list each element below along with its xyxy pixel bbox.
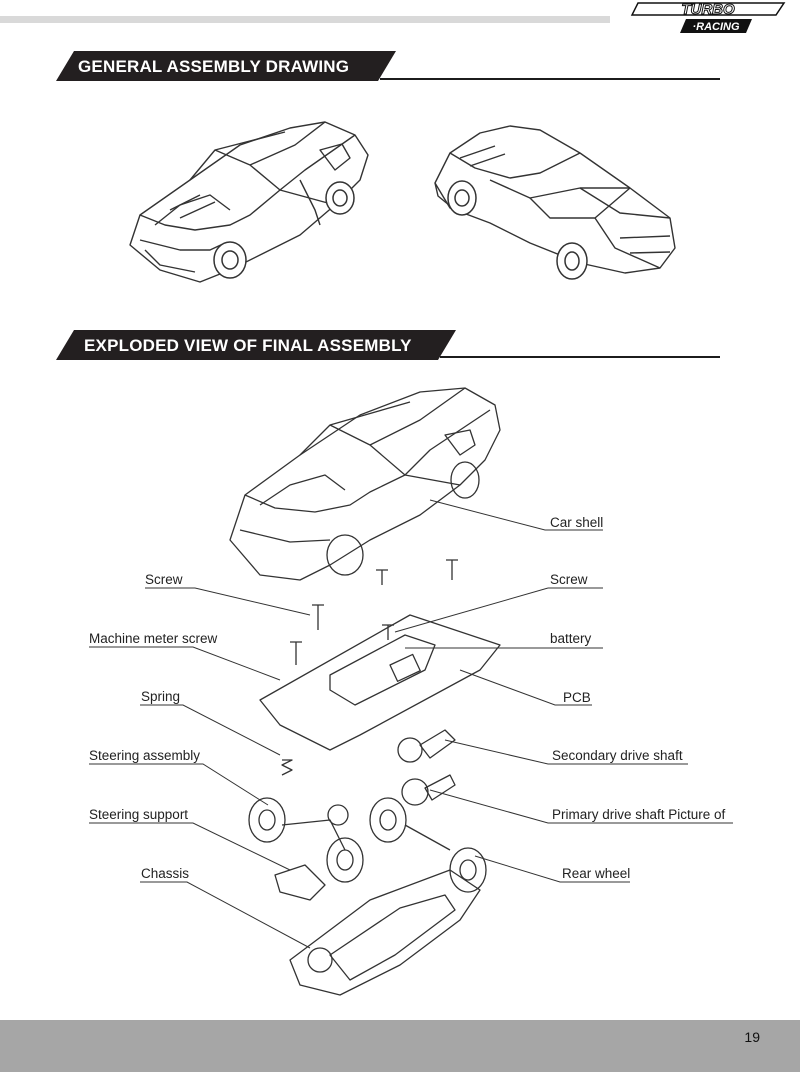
callout-rear-wheel: Rear wheel <box>562 866 631 881</box>
callout-spring: Spring <box>141 689 181 704</box>
callout-battery: battery <box>550 631 592 646</box>
callout-steering-support: Steering support <box>89 807 189 822</box>
car-rear-view-drawing <box>434 125 676 280</box>
logo-text-turbo: TURBO <box>681 1 735 18</box>
callout-secondary-drive-shaft: Secondary drive shaft <box>552 748 683 763</box>
exploded-view-drawing <box>229 387 501 996</box>
callout-screw-left: Screw <box>145 572 183 587</box>
section-banner-exploded <box>56 330 456 360</box>
callout-chassis: Chassis <box>141 866 190 881</box>
turbo-racing-logo: TURBO ·RACING <box>630 1 786 33</box>
callout-steering-assembly: Steering assembly <box>89 748 201 763</box>
logo-text-racing: ·RACING <box>692 21 739 33</box>
callout-screw-right: Screw <box>550 572 588 587</box>
section-title-exploded: EXPLODED VIEW OF FINAL ASSEMBLY <box>84 336 412 355</box>
callout-machine-meter-screw: Machine meter screw <box>89 631 218 646</box>
page-number: 19 <box>744 1029 760 1045</box>
car-front-view-drawing <box>129 121 369 283</box>
header-bar <box>0 16 610 23</box>
section-rule-exploded <box>440 356 720 358</box>
section-rule-general <box>380 78 720 80</box>
section-banner-general <box>56 51 396 81</box>
section-title-general: GENERAL ASSEMBLY DRAWING <box>78 57 350 76</box>
callout-primary-drive-shaft: Primary drive shaft Picture of <box>552 807 726 822</box>
callout-car-shell: Car shell <box>550 515 604 530</box>
page-footer: 19 <box>0 1020 800 1072</box>
callout-pcb: PCB <box>563 690 591 705</box>
